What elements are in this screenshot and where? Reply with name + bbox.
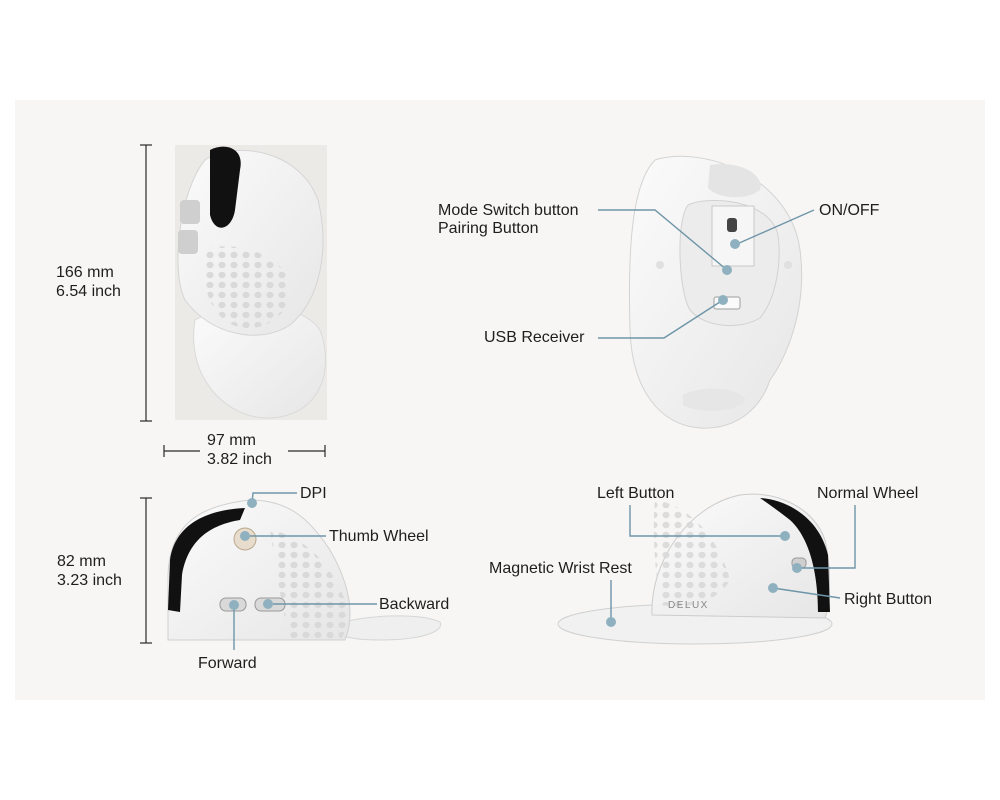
height-inch-label: 6.54 inch — [56, 283, 121, 300]
top-view-mouse — [175, 145, 327, 420]
right-side-view-mouse: DELUX — [557, 493, 833, 645]
dpi-label: DPI — [300, 485, 327, 502]
pairing-button-label: Pairing Button — [438, 220, 539, 237]
height-mm-label: 166 mm — [56, 264, 114, 281]
width-inch-label: 3.82 inch — [207, 451, 272, 468]
left-button-label: Left Button — [597, 485, 675, 502]
callout-dots — [229, 239, 802, 627]
width-mm-label: 97 mm — [207, 432, 256, 449]
usb-receiver-label: USB Receiver — [484, 329, 585, 346]
on-off-label: ON/OFF — [819, 202, 880, 219]
brand-logo: DELUX — [668, 600, 709, 611]
side-view-mouse — [167, 499, 442, 641]
magnetic-wrist-rest-label: Magnetic Wrist Rest — [489, 560, 632, 577]
side-height-dimension-line — [140, 497, 152, 644]
mode-switch-label: Mode Switch button — [438, 202, 579, 219]
horizontal-dimension-line — [163, 445, 326, 457]
normal-wheel-label: Normal Wheel — [817, 485, 919, 502]
vertical-dimension-line — [140, 144, 152, 422]
leader-lines — [233, 209, 856, 650]
thumb-wheel-label: Thumb Wheel — [329, 528, 429, 545]
side-height-inch-label: 3.23 inch — [57, 572, 122, 589]
forward-label: Forward — [198, 655, 257, 672]
bottom-view-mouse — [628, 155, 803, 429]
backward-label: Backward — [379, 596, 450, 613]
right-button-label: Right Button — [844, 591, 933, 608]
side-height-mm-label: 82 mm — [57, 553, 106, 570]
